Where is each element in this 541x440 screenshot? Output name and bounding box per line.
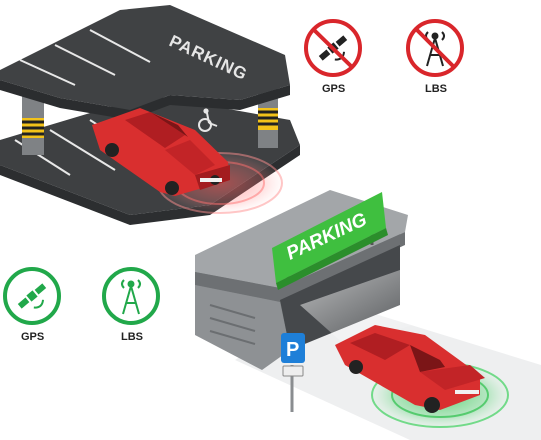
svg-text:GPS: GPS (322, 83, 345, 95)
cell-tower-icon (121, 279, 141, 315)
red-car-bottom (335, 325, 485, 413)
svg-text:GPS: GPS (21, 331, 44, 343)
parking-post-sign: P (281, 333, 305, 412)
top-garage: PARKING (0, 5, 300, 225)
pillar (22, 95, 44, 155)
red-car-top (92, 108, 230, 196)
gps-blocked-badge (304, 19, 362, 77)
lbs-ok-badge (102, 267, 160, 325)
parking-sign-board: PARKING (272, 192, 388, 290)
svg-text:P: P (286, 339, 299, 361)
satellite-icon (17, 283, 47, 309)
svg-text:LBS: LBS (121, 331, 143, 343)
svg-text:LBS: LBS (425, 83, 447, 95)
bottom-garage: PARKING P (195, 190, 541, 440)
wheelchair-icon (198, 108, 218, 132)
gps-ok-badge (3, 267, 61, 325)
lbs-blocked-badge (406, 19, 464, 77)
